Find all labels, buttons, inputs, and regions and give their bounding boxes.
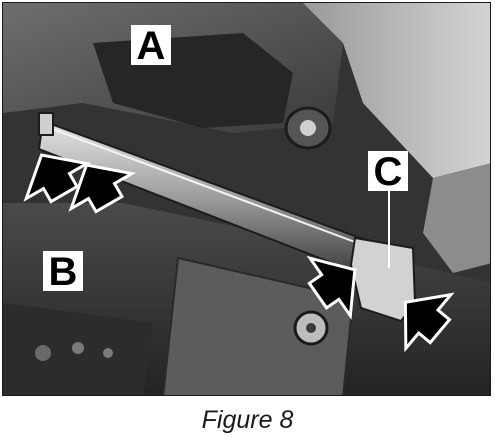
lower-component-2 <box>72 342 84 354</box>
figure-photo: A B C <box>2 2 491 396</box>
callout-label-b: B <box>43 251 83 292</box>
hinge-bracket <box>349 236 417 323</box>
right-side-part <box>423 163 490 273</box>
arrow-icon <box>68 163 137 214</box>
arrow-icon <box>306 255 357 320</box>
callout-label-c: C <box>368 151 408 192</box>
rail-highlight <box>46 126 364 246</box>
arrow-icon <box>403 292 455 353</box>
knob-center <box>300 120 316 136</box>
callout-label-a: A <box>131 25 171 66</box>
lower-component-3 <box>103 348 113 358</box>
lower-component-1 <box>35 345 51 361</box>
upper-right-panel <box>303 3 490 178</box>
circuit-board <box>162 256 355 395</box>
rail-end-left <box>38 112 54 136</box>
arrow-icon <box>23 153 92 204</box>
figure-caption: Figure 8 <box>201 406 294 434</box>
board-screw-center <box>306 323 316 333</box>
